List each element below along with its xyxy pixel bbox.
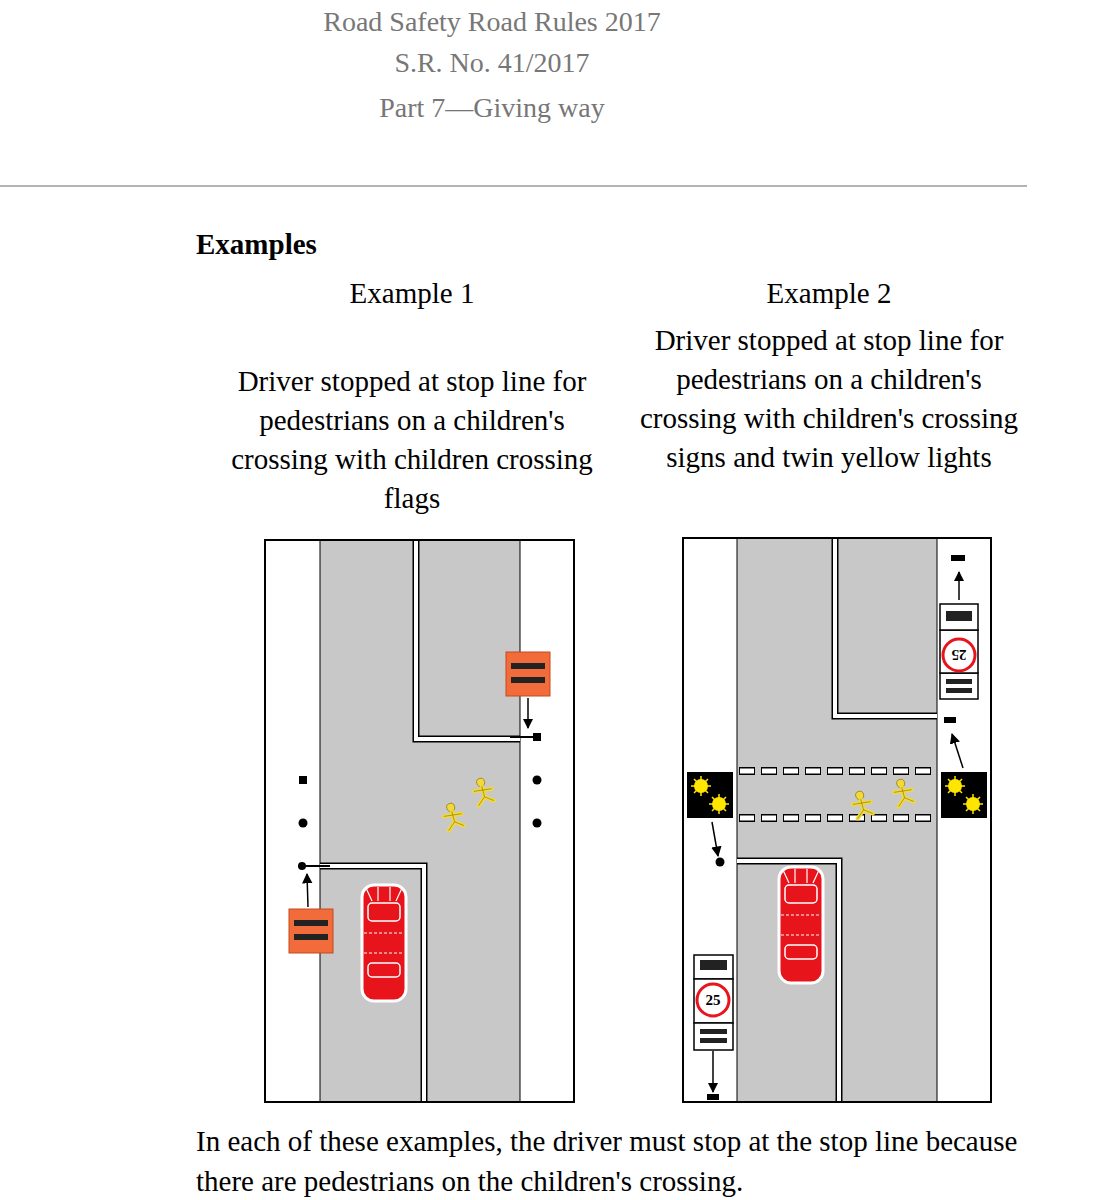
running-header: Part 7—Giving way: [192, 90, 792, 126]
example-caption: Driver stopped at stop line for pedestri…: [222, 362, 602, 518]
running-header: S.R. No. 41/2017: [192, 45, 792, 81]
example-heading: Example 1: [222, 275, 602, 311]
speed-limit-number: 25: [944, 646, 974, 664]
example-1-diagram: [265, 540, 574, 1102]
example-heading: Example 2: [639, 275, 1019, 311]
section-heading: Examples: [196, 226, 596, 262]
running-header: Road Safety Road Rules 2017: [192, 4, 792, 40]
example-caption: Driver stopped at stop line for pedestri…: [639, 321, 1019, 477]
example-2-diagram: [683, 538, 991, 1102]
speed-limit-number: 25: [698, 991, 728, 1009]
explanatory-note: In each of these examples, the driver mu…: [196, 1121, 1026, 1200]
